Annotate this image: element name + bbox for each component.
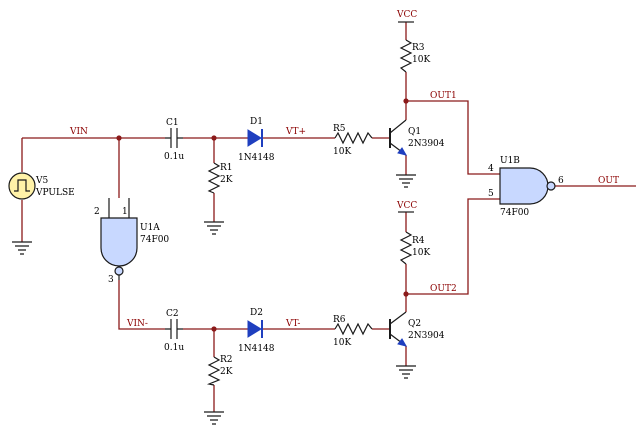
r2-ref: R2 — [220, 355, 233, 365]
u1a-pin1: 1 — [122, 207, 128, 217]
voltage-source-v5: V5 VPULSE — [8, 172, 75, 200]
d1-value: 1N4148 — [238, 153, 275, 163]
ground-symbols — [12, 174, 416, 425]
r3-value: 10K — [412, 55, 430, 65]
d2-ref: D2 — [250, 308, 263, 318]
source-ref: V5 — [35, 176, 48, 186]
q2-ref: Q2 — [408, 319, 421, 329]
nand-gate-u1a: 2 1 3 U1A 74F00 — [94, 198, 169, 285]
c2-value: 0.1u — [164, 343, 184, 353]
ground-icon — [396, 365, 416, 379]
junction-c2 — [211, 326, 217, 332]
u1b-pin6: 6 — [558, 176, 564, 186]
u1b-ref: U1B — [500, 156, 520, 166]
ground-icon — [204, 221, 224, 235]
resistor-r3: R3 10K — [399, 39, 430, 73]
vcc-bottom-label: VCC — [396, 201, 417, 211]
wires — [21, 22, 636, 412]
junction-c1 — [211, 135, 217, 141]
u1a-value: 74F00 — [140, 235, 169, 245]
junction-vin — [116, 135, 122, 141]
r4-value: 10K — [412, 248, 430, 258]
c1-value: 0.1u — [164, 152, 184, 162]
ground-icon — [396, 174, 416, 188]
d2-value: 1N4148 — [238, 344, 275, 354]
r5-value: 10K — [333, 147, 351, 157]
r3-ref: R3 — [412, 43, 425, 53]
resistor-r6: R6 10K — [333, 315, 373, 348]
q1-value: 2N3904 — [408, 139, 445, 149]
junction-out1 — [403, 98, 409, 104]
u1a-pin2: 2 — [94, 207, 100, 217]
resistor-r2: R2 2K — [206, 355, 233, 386]
u1a-ref: U1A — [140, 223, 160, 233]
junctions — [116, 98, 409, 332]
u1b-pin5: 5 — [488, 189, 494, 199]
vcc-top-label: VCC — [396, 10, 417, 20]
junction-out2 — [403, 291, 409, 297]
resistor-r4: R4 10K — [399, 231, 430, 265]
d1-ref: D1 — [250, 117, 263, 127]
r5-ref: R5 — [333, 124, 346, 134]
vcc-supplies: VCC VCC — [396, 10, 417, 213]
r1-ref: R1 — [220, 163, 233, 173]
net-out: OUT — [598, 176, 619, 186]
net-vin-neg: VIN- — [126, 319, 148, 329]
resistor-r5: R5 10K — [333, 124, 373, 157]
r6-value: 10K — [333, 338, 351, 348]
r4-ref: R4 — [412, 236, 425, 246]
r6-ref: R6 — [333, 315, 346, 325]
transistor-q2: Q2 2N3904 — [389, 311, 445, 347]
capacitor-c2: C2 0.1u — [164, 309, 184, 353]
resistor-r1: R1 2K — [207, 162, 233, 194]
transistor-q1: Q1 2N3904 — [389, 119, 445, 156]
r1-value: 2K — [220, 175, 233, 185]
diode-d1: D1 1N4148 — [238, 117, 275, 163]
u1b-pin4: 4 — [488, 164, 494, 174]
q1-ref: Q1 — [408, 127, 421, 137]
capacitor-c1: C1 0.1u — [164, 118, 184, 162]
source-value: VPULSE — [35, 188, 75, 198]
nand-gate-u1b: 4 5 6 U1B 74F00 — [488, 156, 564, 218]
net-vt-neg: VT- — [285, 319, 300, 329]
net-vt-pos: VT+ — [285, 127, 306, 137]
r2-value: 2K — [220, 367, 233, 377]
net-labels: VIN VIN- VT+ VT- OUT1 OUT2 OUT — [69, 91, 619, 329]
diode-d2: D2 1N4148 — [238, 308, 275, 354]
net-out2: OUT2 — [430, 284, 457, 294]
u1a-pin3: 3 — [108, 275, 114, 285]
q2-value: 2N3904 — [408, 331, 445, 341]
net-out1: OUT1 — [430, 91, 457, 101]
c2-ref: C2 — [166, 309, 179, 319]
ground-icon — [204, 411, 224, 425]
ground-icon — [12, 241, 32, 255]
c1-ref: C1 — [166, 118, 179, 128]
u1b-value: 74F00 — [500, 208, 529, 218]
net-vin: VIN — [69, 127, 88, 137]
pulse-source-icon — [14, 179, 30, 192]
